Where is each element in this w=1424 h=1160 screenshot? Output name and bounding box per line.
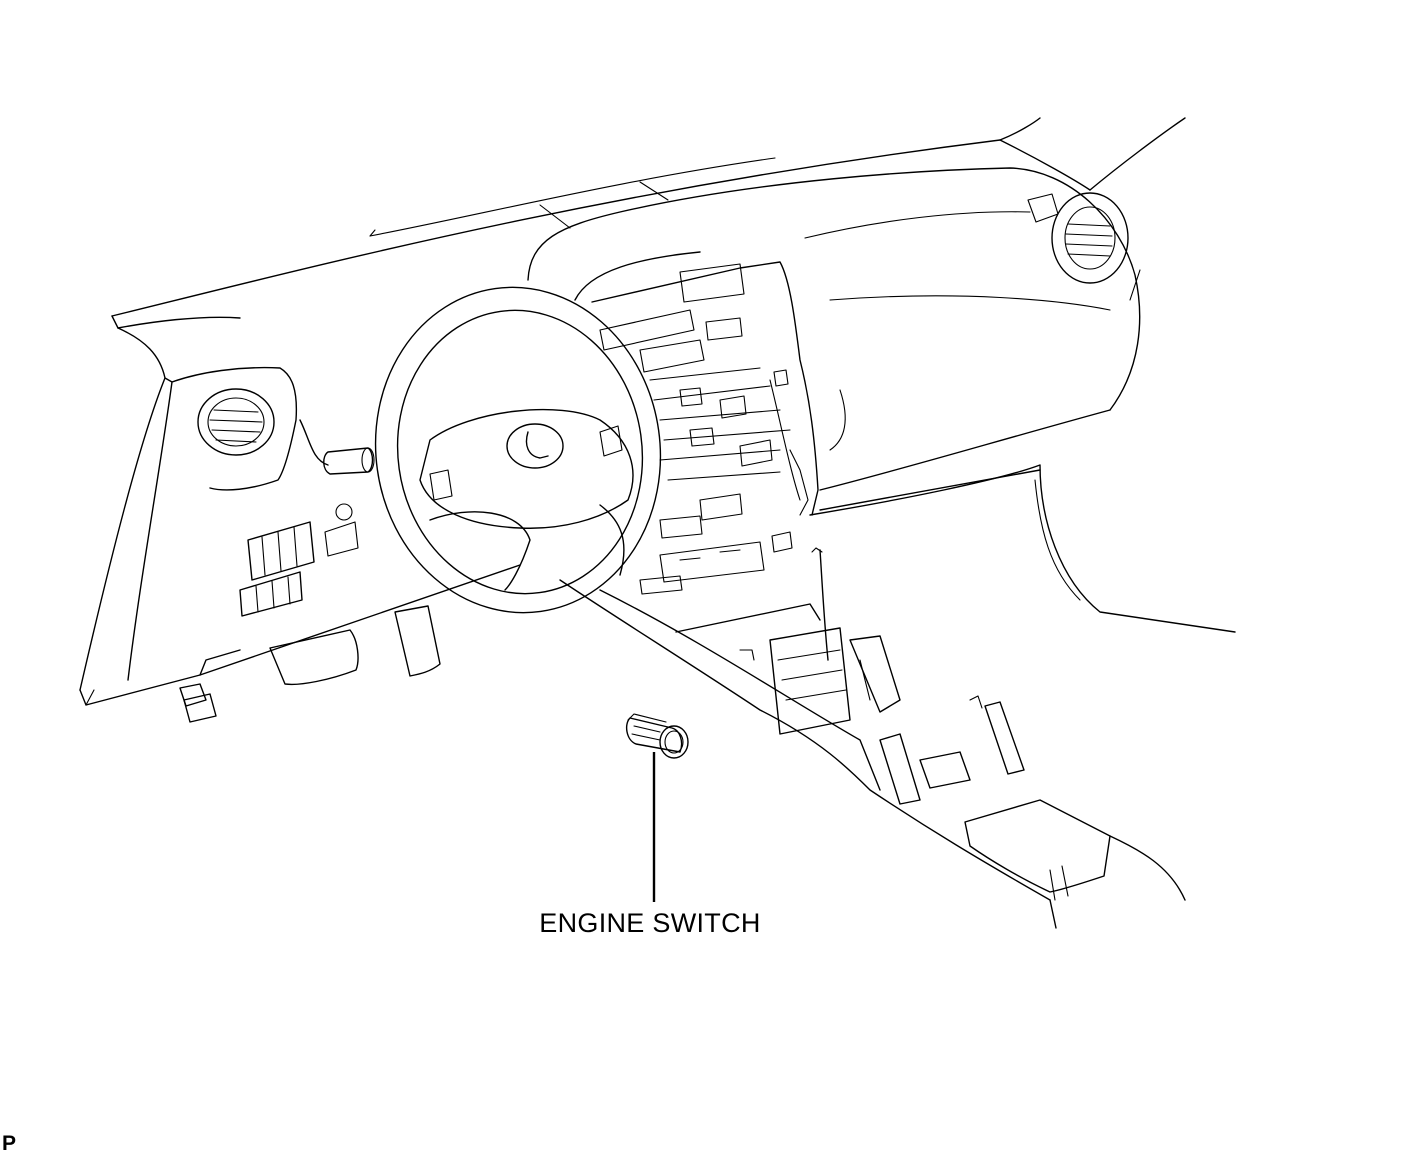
steering-column [299,419,375,475]
lower-dash-pedals [179,605,441,723]
center-stack-wiring [591,261,819,595]
figure-code: P [2,1132,17,1155]
center-console [559,547,1186,929]
engine-switch-label: ENGINE SWITCH [539,908,761,938]
steering-wheel [374,286,662,614]
right-air-vent [1027,192,1129,284]
left-dash-panel [79,327,521,706]
left-air-vent [197,388,275,456]
left-switch-panel [239,503,359,617]
dashboard-top [111,117,1186,329]
engine-switch-part [625,713,689,759]
dashboard-body [527,167,1236,633]
